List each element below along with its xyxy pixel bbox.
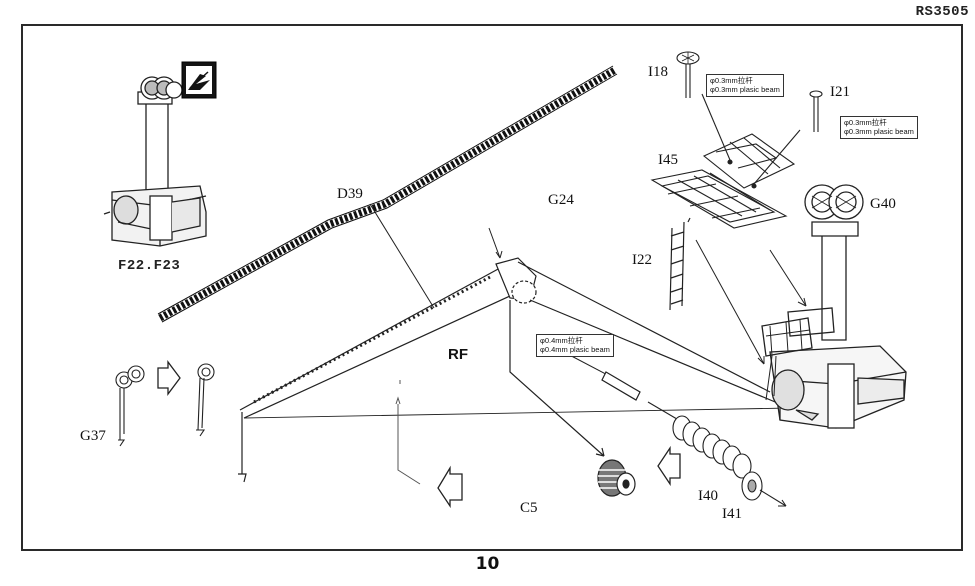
rf-note-line2: φ0.4mm plasic beam	[540, 345, 610, 354]
i22-label: I22	[632, 252, 652, 268]
arrow-left-icon-pulleys	[657, 445, 681, 487]
upper-grating	[702, 133, 796, 189]
i21-note-line1: φ0.3mm拉杆	[844, 118, 887, 127]
rf-label: RF	[448, 346, 468, 363]
i45-label: I45	[658, 152, 678, 168]
rf-note-line1: φ0.4mm拉杆	[540, 336, 583, 345]
g24-label: G24	[548, 192, 574, 208]
i18-label: I18	[648, 64, 668, 80]
i18-note-line1: φ0.3mm拉杆	[710, 76, 753, 85]
f22-f23-inset	[103, 76, 207, 247]
g37-label: G37	[80, 428, 106, 444]
i18-note: φ0.3mm拉杆 φ0.3mm plasic beam	[706, 74, 784, 97]
diagram-frame	[21, 24, 963, 551]
i41-label: I41	[722, 506, 742, 522]
i21-part	[751, 90, 823, 189]
parts-badge-icon	[181, 61, 217, 99]
c5-label: C5	[520, 500, 538, 516]
leader-lines	[369, 203, 503, 309]
i18-note-line2: φ0.3mm plasic beam	[710, 85, 780, 94]
g40-sheaves	[804, 184, 864, 220]
page-number: 10	[475, 554, 500, 574]
d39-rail	[157, 65, 618, 323]
i22-ladder	[669, 217, 691, 311]
i40-i41-pulleys	[647, 401, 787, 507]
arrow-left-icon-boom	[437, 465, 463, 509]
rf-note: φ0.4mm拉杆 φ0.4mm plasic beam	[536, 334, 614, 357]
i45-grating	[650, 169, 788, 229]
i21-label: I21	[830, 84, 850, 100]
kit-code: RS3505	[915, 4, 969, 20]
g37-sheave-left	[115, 365, 145, 447]
d39-label: D39	[337, 186, 363, 202]
f22-f23-label: F22.F23	[118, 258, 181, 274]
i40-label: I40	[698, 488, 718, 504]
i21-note-line2: φ0.3mm plasic beam	[844, 127, 914, 136]
i21-note: φ0.3mm拉杆 φ0.3mm plasic beam	[840, 116, 918, 139]
rf-guide	[395, 380, 421, 485]
arrow-right-icon	[157, 360, 181, 396]
g37-sheave-right	[196, 363, 215, 437]
g40-label: G40	[870, 196, 896, 212]
c5-pulley	[509, 300, 636, 497]
i18-part	[676, 51, 733, 165]
rf-rod	[559, 349, 641, 401]
cab-leaders	[695, 239, 807, 365]
cab-assembly	[761, 221, 907, 429]
main-boom	[238, 257, 791, 483]
